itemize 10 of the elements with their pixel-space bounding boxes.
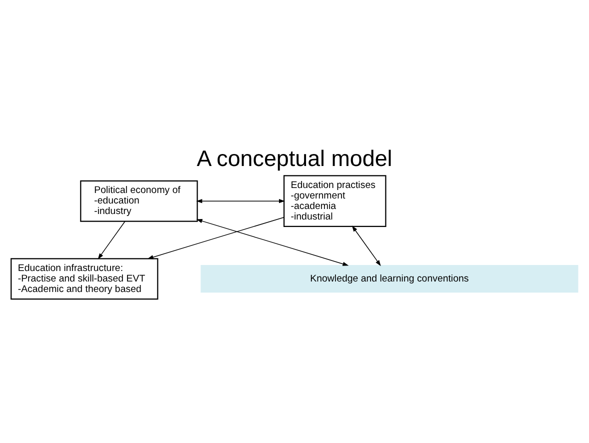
- arrow: [98, 220, 126, 259]
- arrow: [352, 225, 381, 266]
- node-box: Political economy of -education -industry: [80, 180, 198, 222]
- node-box: Knowledge and learning conventions: [200, 264, 578, 292]
- arrow: [196, 218, 349, 266]
- arrow: [196, 198, 285, 203]
- node-box: Education practises -government -academia -industrial: [283, 174, 386, 227]
- node-box: Education infrastructure: -Practise and skill-based EVT -Academic and theory based: [10, 258, 158, 300]
- diagram-title: A conceptual model: [196, 145, 392, 170]
- arrow: [147, 216, 284, 259]
